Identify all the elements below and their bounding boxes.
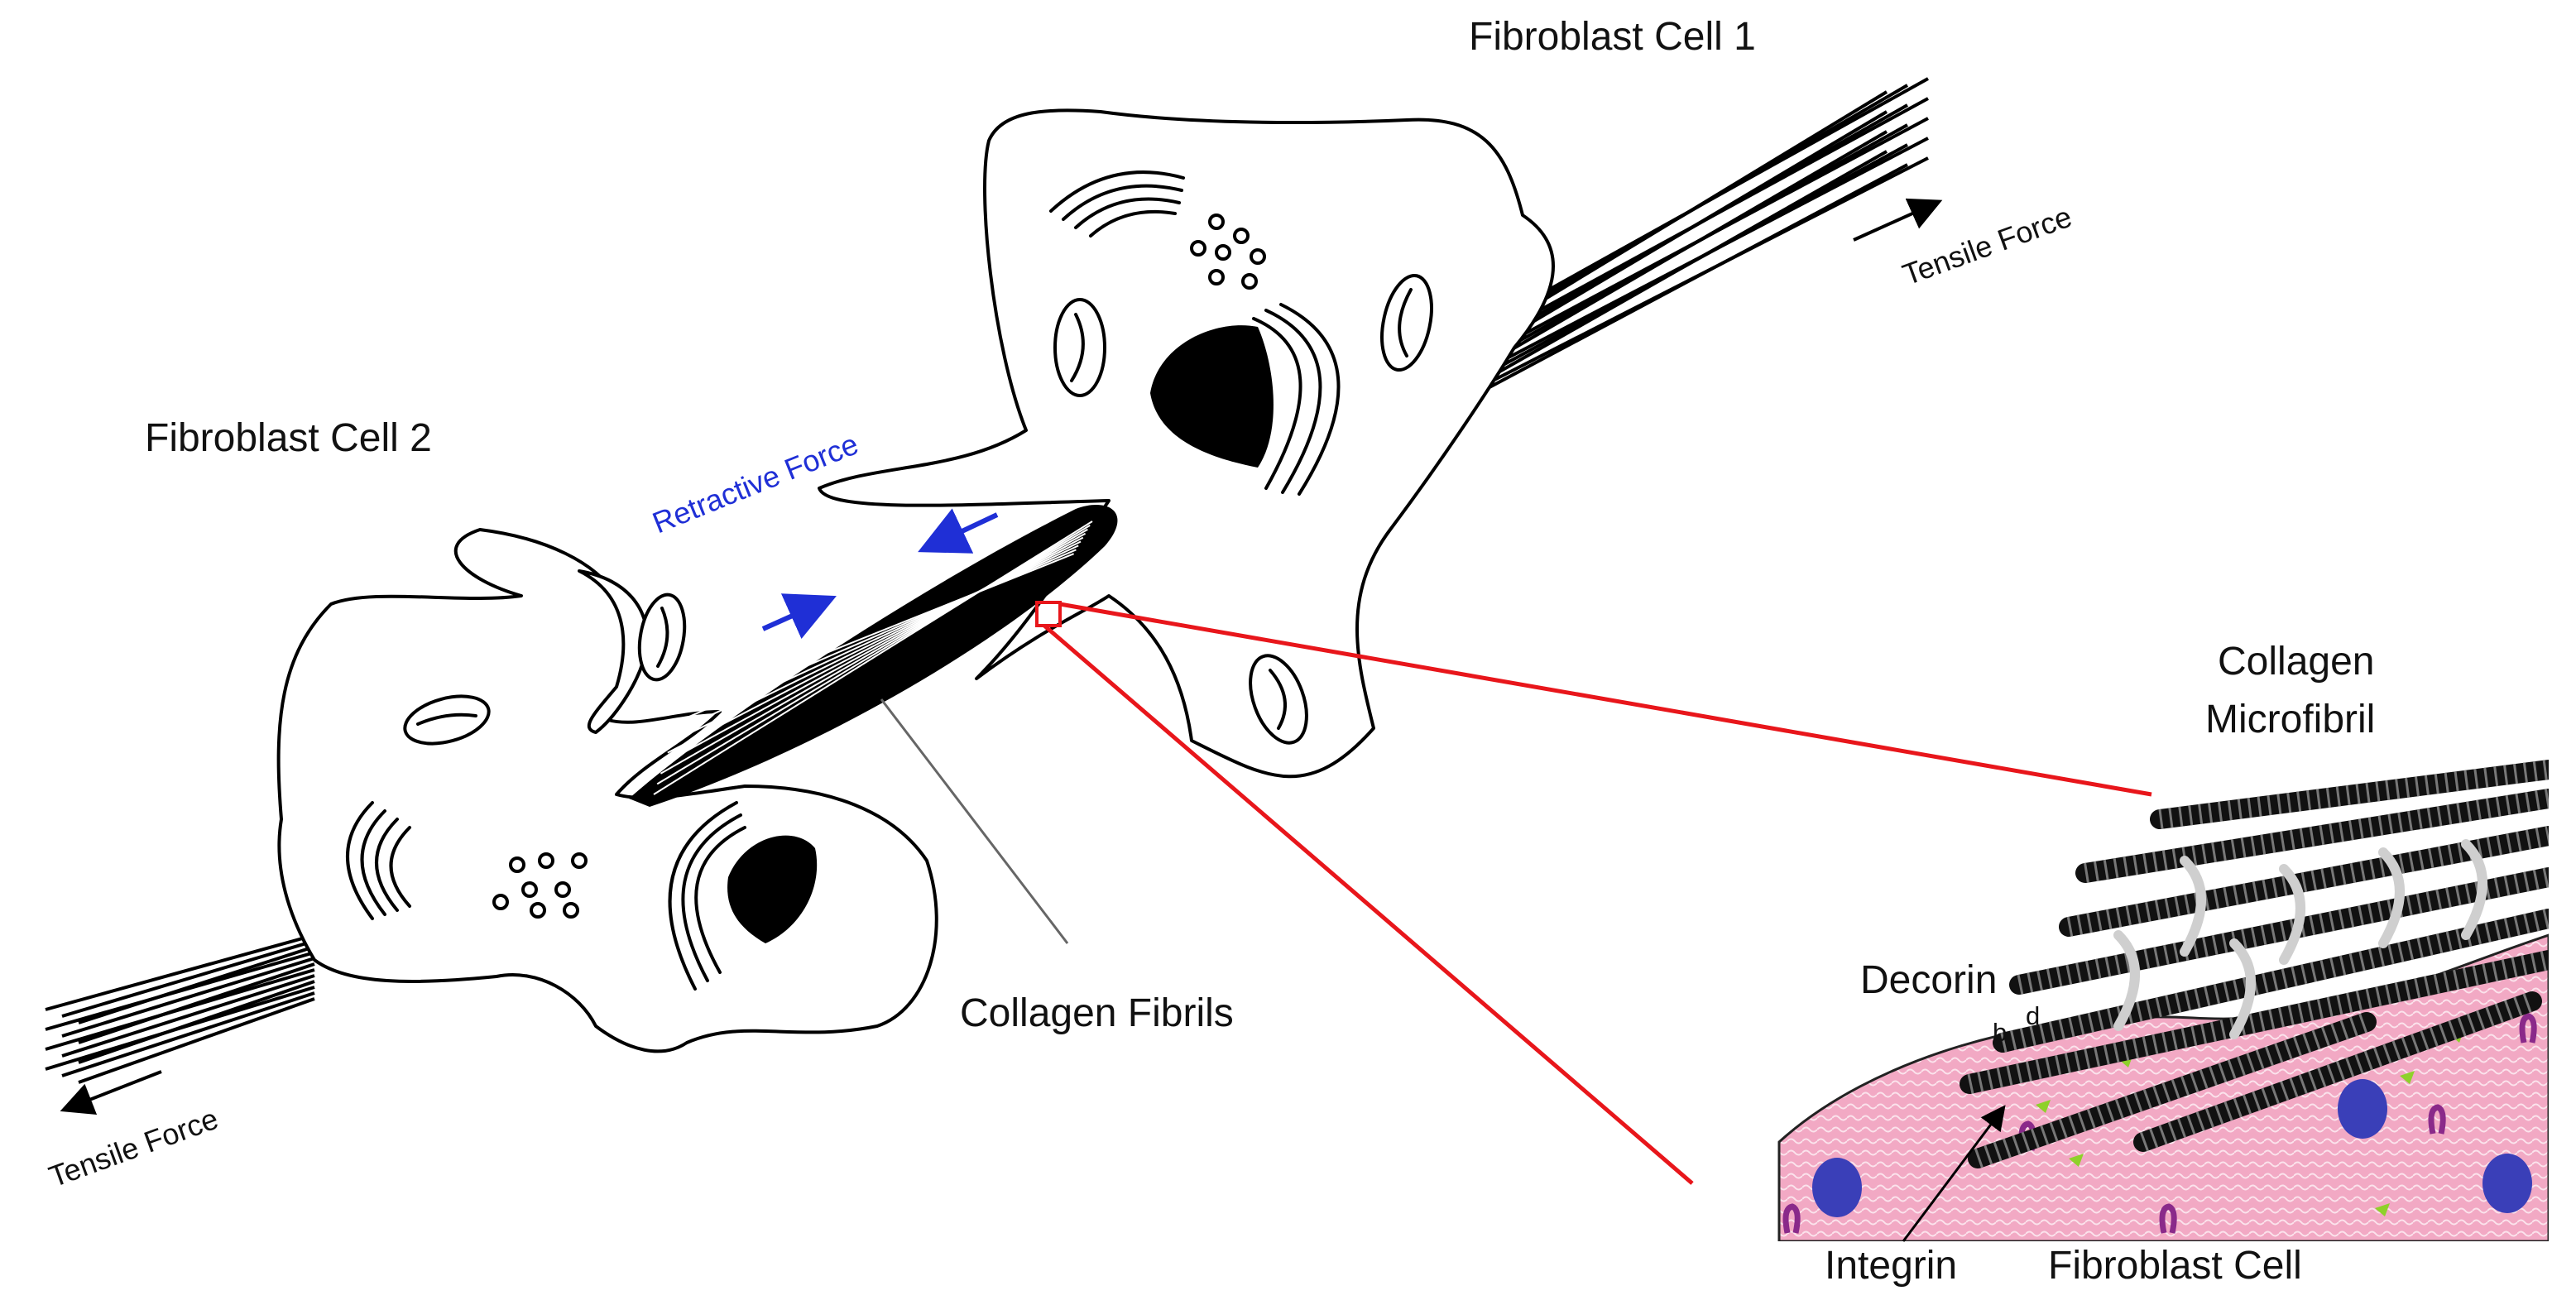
- cell-2-mitochondria: [403, 593, 687, 746]
- microfibril-rod: [2133, 991, 2542, 1152]
- label-collagen-microfibril-line1: Collagen: [2218, 640, 2374, 684]
- collagen-fibrils-pointer: [880, 698, 1069, 944]
- integrin-molecule: [2519, 1013, 2537, 1044]
- label-collagen-fibrils: Collagen Fibrils: [960, 991, 1234, 1035]
- collagen-fiber: [1488, 90, 1888, 334]
- cell-nucleus: [2338, 1079, 2387, 1139]
- cell-nucleus: [1812, 1158, 1862, 1217]
- cell-2-endoplasmic-reticulum: [668, 801, 746, 991]
- integrin-pointer-arrow-icon: [1902, 1105, 2006, 1242]
- cell-1-golgi: [1049, 170, 1185, 237]
- fibril-stripe: [670, 540, 1082, 743]
- collagen-fibril-bundle: [629, 505, 1118, 807]
- fibril-stripe: [667, 536, 1084, 754]
- tensile-force-left-arrow-icon: [60, 1070, 162, 1115]
- proteoglycan-arc: [2180, 856, 2206, 957]
- proteoglycan-arc: [2229, 938, 2256, 1039]
- retractive-force-arrow-right-icon: [761, 593, 837, 640]
- microfibril-inset: [1777, 760, 2549, 1241]
- label-decorin: Decorin: [1860, 958, 1997, 1002]
- fibroblast-cell-2: [45, 528, 938, 1084]
- label-integrin: Integrin: [1825, 1244, 1957, 1288]
- inset-cell-details: [1782, 1013, 2537, 1234]
- decorin-molecule: [2375, 1203, 2390, 1216]
- fibril-stripe: [656, 525, 1091, 785]
- collagen-fiber: [45, 933, 315, 1011]
- fibril-stripe: [681, 553, 1074, 712]
- microfibril-rod: [2075, 789, 2549, 883]
- collagen-fiber: [61, 974, 315, 1058]
- collagen-fiber: [78, 997, 315, 1084]
- fibril-stripe: [678, 549, 1077, 722]
- cell-1-endoplasmic-reticulum: [1252, 303, 1341, 496]
- decorin-molecule: [2036, 1100, 2051, 1113]
- collagen-fiber: [1489, 150, 1888, 379]
- proteoglycan-arc: [2113, 930, 2140, 1031]
- zoom-callout: [1035, 601, 2152, 1185]
- collagen-fiber: [61, 939, 315, 1018]
- label-fibroblast-cell-1: Fibroblast Cell 1: [1469, 15, 1756, 59]
- collagen-fiber: [1488, 130, 1888, 364]
- proteoglycan-arc: [2378, 847, 2405, 948]
- label-marker-d: d: [2026, 1001, 2040, 1030]
- decorin-molecule: [2069, 1154, 2084, 1167]
- zoom-square-icon: [1035, 601, 1062, 627]
- label-tensile-force-left: Tensile Force: [45, 1101, 223, 1194]
- microfibril-rod: [1960, 950, 2549, 1094]
- cell-1-vesicles: [1190, 214, 1266, 290]
- decorin-molecule: [2400, 1071, 2415, 1084]
- fibril-stripe: [674, 545, 1079, 733]
- label-collagen-microfibril-line2: Microfibril: [2205, 698, 2375, 741]
- label-fibroblast-cell: Fibroblast Cell: [2048, 1244, 2302, 1288]
- collagen-fiber: [1489, 163, 1908, 389]
- collagen-fiber: [45, 986, 315, 1071]
- microfibril-rod: [1968, 1012, 2377, 1168]
- retractive-force-arrow-left-icon: [918, 508, 999, 554]
- fibroblast-cell-1: [818, 77, 1929, 779]
- microfibril-rod-banding: [2017, 867, 2549, 995]
- collagen-fiber: [61, 957, 315, 1038]
- cell-2-nucleus: [727, 835, 818, 943]
- cell-nucleus: [2482, 1154, 2532, 1213]
- fibril-stripe: [653, 521, 1093, 795]
- cell-2-golgi: [346, 801, 411, 920]
- zoom-line-upper: [1059, 602, 2152, 797]
- label-tensile-force-right: Tensile Force: [1898, 199, 2076, 292]
- collagen-fiber: [61, 991, 315, 1077]
- collagen-bundle-left: [45, 933, 315, 1084]
- cell-1-membrane: [818, 108, 1555, 779]
- integrin-molecule: [2428, 1104, 2446, 1135]
- cell-2-membrane: [276, 528, 938, 1053]
- integrin-molecule: [1782, 1203, 1801, 1234]
- label-marker-b: b: [1993, 1018, 2007, 1047]
- cell-1-nucleus: [1150, 325, 1274, 468]
- collagen-bundle-right: [1488, 77, 1929, 389]
- tensile-force-right-arrow-icon: [1853, 198, 1943, 242]
- microfibril-rod: [2150, 760, 2549, 829]
- microfibril-rod-banding: [2066, 826, 2549, 937]
- proteoglycan-arc: [2279, 864, 2305, 965]
- microfibril-rod-banding: [2000, 909, 2549, 1053]
- proteoglycan-arc: [2461, 839, 2487, 940]
- fibril-stripe: [660, 528, 1088, 775]
- cell-2-cleft: [578, 569, 649, 734]
- collagen-fibril-stripes: [653, 521, 1093, 795]
- label-fibroblast-cell-2: Fibroblast Cell 2: [145, 416, 432, 460]
- cell-2-vesicles: [492, 852, 588, 919]
- microfibril-rods: [1960, 760, 2549, 1168]
- collagen-fiber: [45, 968, 315, 1051]
- fibril-stripe: [664, 532, 1087, 765]
- cell-1-mitochondria: [1053, 273, 1433, 745]
- integrin-molecule: [2159, 1203, 2177, 1234]
- collagen-fiber: [1488, 110, 1888, 349]
- zoom-line-lower: [1043, 624, 1694, 1185]
- collagen-fiber: [45, 951, 315, 1031]
